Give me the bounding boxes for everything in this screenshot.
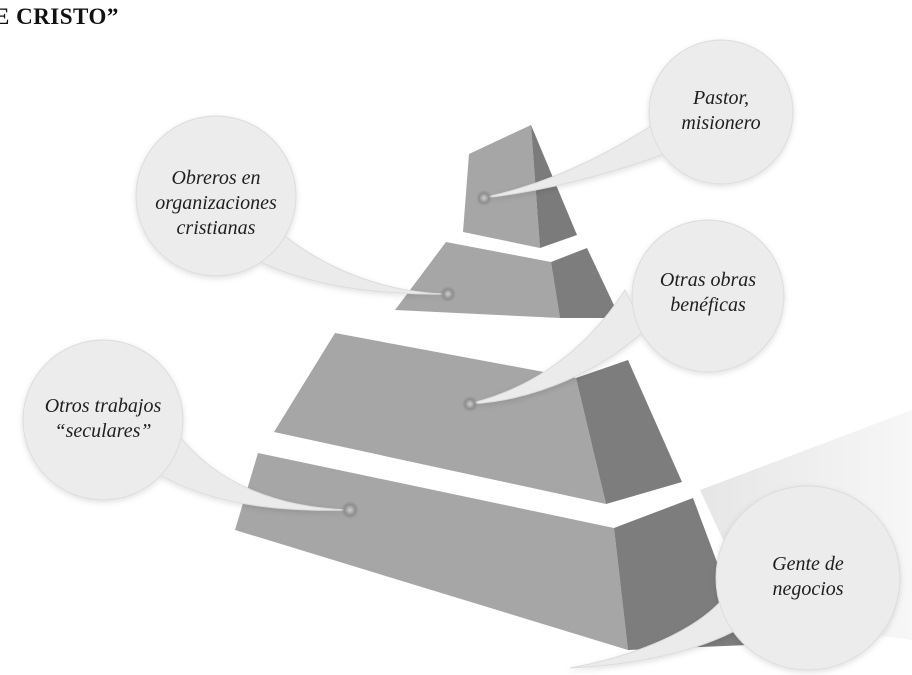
- label-obreros: Obreros en organizaciones cristianas: [155, 167, 277, 239]
- tier-1-front: [463, 125, 540, 248]
- label-gente-negocios: Gente de negocios: [772, 553, 844, 600]
- label-otros-trabajos: Otros trabajos “seculares”: [44, 395, 162, 442]
- pyramid-tier-3: [274, 333, 682, 504]
- pyramid-tier-2: [395, 242, 620, 318]
- label-pastor: Pastor, misionero: [681, 87, 761, 134]
- tier-3-side: [576, 360, 682, 504]
- page-heading: E CRISTO”: [0, 4, 119, 29]
- tier-2-side: [551, 248, 620, 318]
- label-otras-obras: Otras obras benéficas: [659, 269, 757, 316]
- anchor-dot-pastor: [476, 190, 492, 206]
- tier-3-front: [274, 333, 606, 504]
- pyramid-tier-1: [463, 125, 577, 248]
- anchor-dot-otros-trabajos: [341, 501, 359, 519]
- bubble-otras-obras: [467, 219, 785, 405]
- anchor-dot-otras-obras: [462, 396, 478, 412]
- bubble-obreros: [135, 115, 447, 295]
- bubble-gente-negocios: [569, 485, 901, 671]
- anchor-dot-obreros: [440, 286, 456, 302]
- tier-4-front: [235, 453, 628, 650]
- tier-2-front: [395, 242, 560, 318]
